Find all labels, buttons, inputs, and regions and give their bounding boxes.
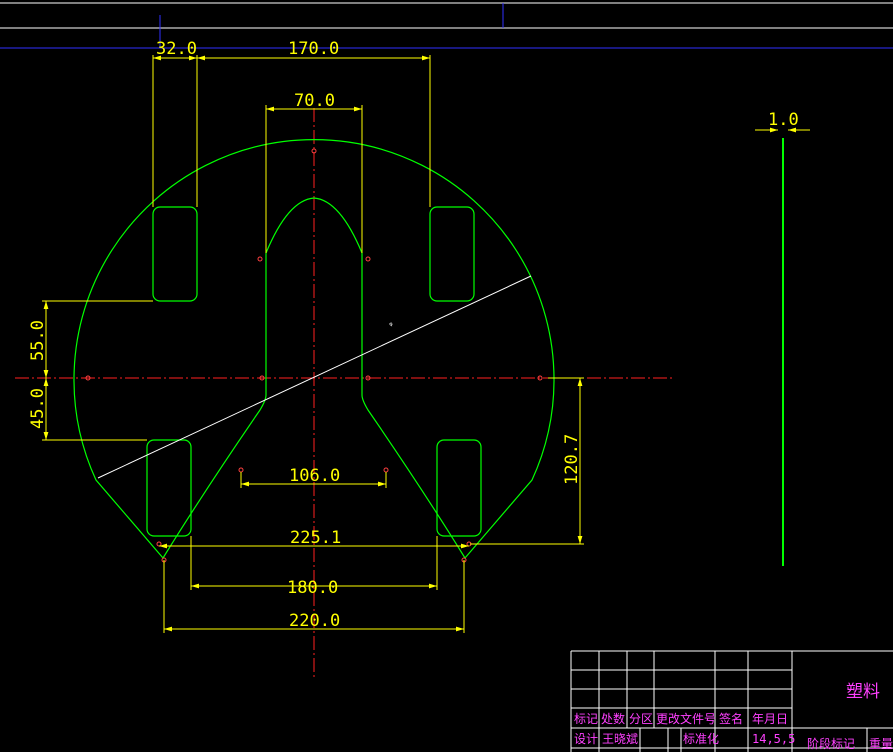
outer-contour	[73, 139, 555, 560]
dim-1: 1.0	[768, 110, 799, 130]
design-label: 设计	[574, 732, 598, 746]
dim-106: 106.0	[289, 466, 340, 486]
designer-name: 王晓斌	[602, 732, 638, 746]
dim-45: 45.0	[28, 388, 48, 429]
dim-170: 170.0	[288, 39, 339, 59]
dim-225: 225.1	[290, 528, 341, 548]
center-lines	[15, 108, 672, 678]
dim-70: 70.0	[294, 91, 335, 111]
slot-upper-left	[152, 206, 198, 302]
date-value: 14,5,5	[752, 732, 795, 746]
dim-55: 55.0	[28, 320, 48, 361]
dim-220: 220.0	[289, 611, 340, 631]
dim-180: 180.0	[287, 578, 338, 598]
stage-label: 阶段标记	[807, 736, 855, 751]
header-count: 处数	[601, 711, 625, 726]
header-mark: 标记	[574, 712, 598, 726]
material-label: 塑料	[846, 682, 880, 702]
slot-lower-right	[436, 439, 482, 537]
slot-lower-left	[146, 439, 192, 537]
weight-label: 重量	[869, 737, 893, 751]
dimension-lines	[42, 55, 810, 633]
header-date: 年月日	[752, 712, 788, 726]
slot-upper-right	[429, 206, 475, 302]
part-outline	[73, 138, 784, 566]
header-change-doc: 更改文件号	[656, 711, 716, 726]
title-block: 塑料 标记 处数 分区 更改文件号 签名 年月日 设计 王晓斌 标准化 14,5…	[570, 650, 893, 752]
standardize-label: 标准化	[683, 732, 719, 746]
header-zone: 分区	[629, 712, 653, 726]
diameter-line	[97, 275, 532, 479]
diameter-tag: φ	[388, 321, 394, 328]
dim-32: 32.0	[156, 39, 197, 59]
dim-120: 120.7	[562, 434, 582, 485]
header-signature: 签名	[719, 711, 743, 726]
drawing-frame	[0, 2, 893, 49]
dimension-labels: 32.0 170.0 70.0 1.0 55.0 45.0 106.0 120.…	[28, 39, 799, 631]
